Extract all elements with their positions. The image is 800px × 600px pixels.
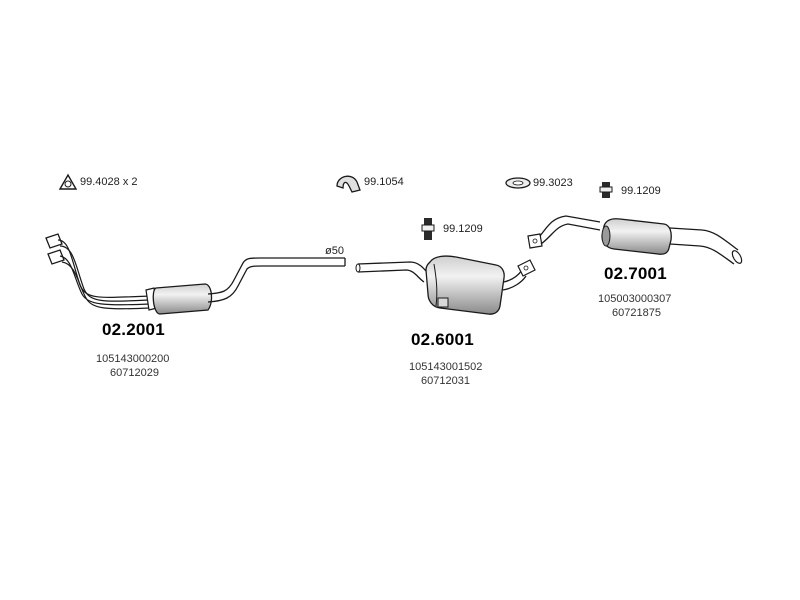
triangle-gasket-icon: [58, 173, 78, 190]
rear-muffler-02-7001: [527, 215, 743, 265]
ring-gasket-icon: [505, 177, 531, 189]
oem-number: 60712029: [110, 367, 159, 379]
diameter-label: ø50: [325, 245, 344, 257]
part-block: 02.7001 105003000307 60721875: [598, 264, 671, 320]
oem-number: 105143001502: [409, 361, 483, 373]
front-pipe-02-2001: [45, 233, 346, 315]
oem-number: 60712031: [421, 375, 470, 387]
rubber-mount-icon: [599, 182, 613, 198]
part-number: 02.2001: [102, 320, 165, 339]
oem-number: 105143000200: [96, 353, 170, 365]
part-number: 02.7001: [604, 264, 667, 283]
part-number: 02.6001: [411, 330, 474, 349]
rubber-mount-icon: [421, 218, 435, 240]
oem-number: 60721875: [612, 307, 661, 319]
part-block: 02.6001 105143001502 60712031: [409, 330, 482, 388]
mount-code: 99.1209: [443, 223, 483, 235]
oem-number: 105003000307: [598, 293, 672, 305]
mount-code: 99.1209: [621, 185, 661, 197]
gasket-code: 99.4028 x 2: [80, 176, 138, 188]
clamp-code: 99.1054: [364, 176, 404, 188]
center-muffler-02-6001: [355, 255, 536, 315]
ring-code: 99.3023: [533, 177, 573, 189]
clamp-icon: [336, 175, 361, 193]
part-block: 02.2001 105143000200 60712029: [96, 320, 169, 380]
